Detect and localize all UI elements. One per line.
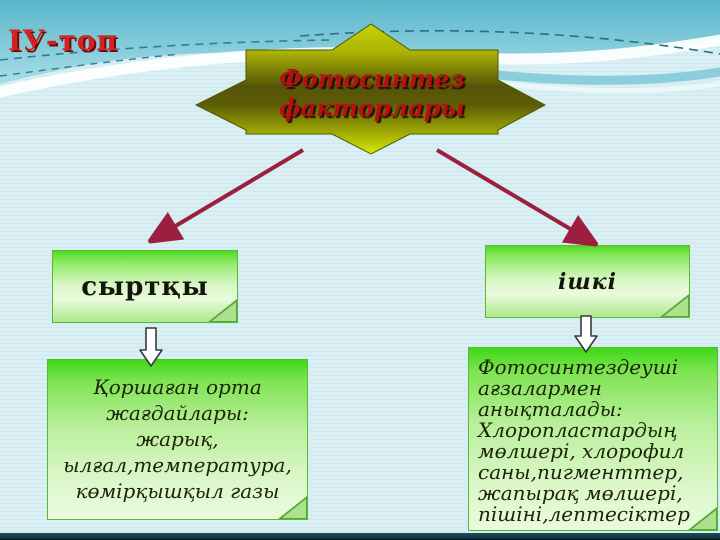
star-title-line1: Фотосинтез bbox=[279, 64, 465, 93]
detail-line: Қоршаған орта bbox=[93, 375, 262, 399]
fold-corner-icon bbox=[692, 510, 716, 529]
group-title: ІУ-топ bbox=[8, 24, 118, 57]
detail-line: Фотосинтездеуші bbox=[478, 355, 679, 379]
dashed-curve-2 bbox=[0, 53, 181, 77]
detail-line: саны,пигменттер, bbox=[478, 460, 684, 484]
detail-line: Хлоропластардың bbox=[478, 418, 678, 442]
detail-line: жағдайлары: bbox=[106, 401, 249, 425]
external-detail-box: Қоршаған орта жағдайлары: жарық, ылғал,т… bbox=[47, 359, 308, 520]
star-title: Фотосинтез факторлары bbox=[246, 64, 498, 122]
fold-corner-icon bbox=[282, 499, 306, 518]
detail-line: көмірқышқыл газы bbox=[75, 479, 280, 503]
internal-detail-box: Фотосинтездеуші ағзалармен анықталады: Х… bbox=[468, 347, 718, 531]
internal-factor-box: ішкі bbox=[485, 245, 690, 318]
connector-arrow-right bbox=[435, 148, 594, 243]
connector-arrow-left bbox=[152, 148, 305, 240]
fold-corner-icon bbox=[664, 297, 688, 316]
detail-line: жарық, bbox=[136, 427, 219, 451]
detail-line: ылғал,температура, bbox=[63, 453, 292, 477]
detail-line: анықталады: bbox=[478, 397, 623, 421]
external-factor-box: сыртқы bbox=[52, 250, 238, 323]
fold-corner-icon bbox=[212, 302, 236, 321]
detail-line: ағзалармен bbox=[478, 376, 602, 400]
external-factor-label: сыртқы bbox=[81, 271, 209, 302]
detail-line: пішіні,лептесіктер bbox=[478, 502, 690, 526]
detail-line: мөлшері, хлорофил bbox=[478, 439, 685, 463]
dashed-curve-3 bbox=[299, 30, 720, 55]
bottom-edge-bar bbox=[0, 533, 720, 540]
star-title-line2: факторлары bbox=[279, 93, 465, 122]
internal-factor-label: ішкі bbox=[558, 268, 617, 295]
detail-line: жапырақ мөлшері, bbox=[478, 481, 683, 505]
